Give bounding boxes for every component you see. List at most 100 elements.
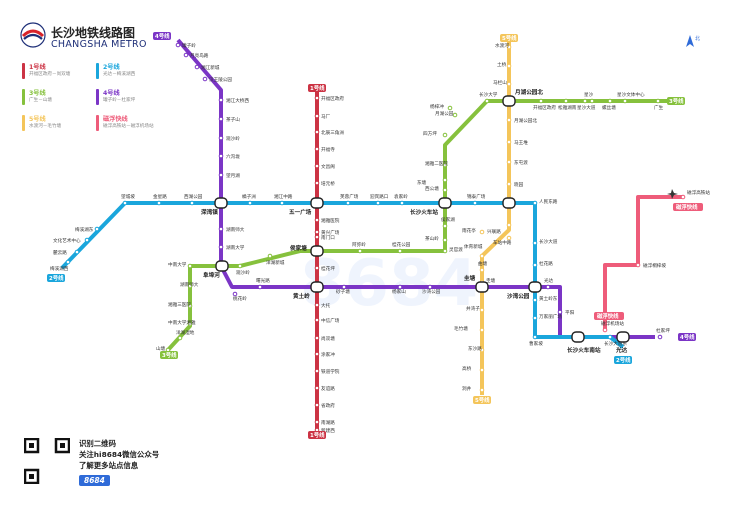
transfer-node[interactable] [310,245,324,257]
station-dot[interactable] [479,229,485,235]
transfer-node[interactable] [215,260,229,272]
station-dot[interactable] [314,234,320,240]
transfer-node[interactable] [438,197,452,209]
legend-maglev[interactable]: 磁浮快线 磁浮高铁站－磁浮机场站 [96,114,166,134]
station-dot[interactable] [506,181,512,187]
station-dot[interactable] [175,42,181,48]
station-dot[interactable] [657,334,663,340]
station-dot[interactable] [65,259,71,265]
station-dot[interactable] [680,194,686,200]
station-dot[interactable] [635,262,641,268]
station-dot[interactable] [218,97,224,103]
station-dot[interactable] [84,237,90,243]
station-dot[interactable] [218,226,224,232]
transfer-node[interactable] [475,281,489,293]
station-dot[interactable] [532,315,538,321]
station-dot[interactable] [397,284,403,290]
legend-line5[interactable]: 5号线 水渡河－毛竹塘 [22,114,92,134]
station-dot[interactable] [506,222,512,228]
station-dot[interactable] [532,262,538,268]
transfer-node[interactable] [528,281,542,293]
station-dot[interactable] [442,237,448,243]
station-dot[interactable] [607,334,613,340]
station-dot[interactable] [506,81,512,87]
station-dot[interactable] [314,180,320,186]
station-dot[interactable] [607,98,613,104]
station-dot[interactable] [314,419,320,425]
station-dot[interactable] [452,112,458,118]
station-dot[interactable] [357,248,363,254]
station-dot[interactable] [247,200,253,206]
station-dot[interactable] [232,291,238,297]
station-dot[interactable] [202,76,208,82]
station-dot[interactable] [314,146,320,152]
station-dot[interactable] [314,217,320,223]
station-dot[interactable] [314,95,320,101]
station-dot[interactable] [187,263,193,269]
station-dot[interactable] [532,240,538,246]
transfer-node[interactable] [502,197,516,209]
station-dot[interactable] [506,139,512,145]
station-dot[interactable] [314,113,320,119]
station-dot[interactable] [177,335,183,341]
station-dot[interactable] [447,105,453,111]
transfer-node[interactable] [571,331,585,343]
legend-line2[interactable]: 2号线 光达－梅溪湖西 [96,62,166,82]
station-dot[interactable] [279,200,285,206]
station-dot[interactable] [506,44,512,50]
station-dot[interactable] [479,253,485,259]
station-dot[interactable] [532,200,538,206]
station-dot[interactable] [218,153,224,159]
station-dot[interactable] [187,283,193,289]
station-dot[interactable] [314,335,320,341]
legend-line1[interactable]: 1号线 开福区政府－尚双塘 [22,62,92,82]
station-dot[interactable] [655,98,661,104]
station-dot[interactable] [189,200,195,206]
station-dot[interactable] [314,229,320,235]
station-dot[interactable] [479,267,485,273]
station-dot[interactable] [122,200,128,206]
station-dot[interactable] [532,297,538,303]
station-dot[interactable] [442,248,448,254]
station-dot[interactable] [314,302,320,308]
transfer-node[interactable] [310,197,324,209]
station-dot[interactable] [479,327,485,333]
station-dot[interactable] [187,303,193,309]
station-dot[interactable] [479,307,485,313]
station-dot[interactable] [399,200,405,206]
station-dot[interactable] [622,98,628,104]
station-dot[interactable] [314,163,320,169]
station-dot[interactable] [314,351,320,357]
station-dot[interactable] [375,200,381,206]
station-dot[interactable] [538,98,544,104]
transfer-node[interactable] [214,197,228,209]
legend-line3[interactable]: 3号线 广生－山塘 [22,88,92,108]
station-dot[interactable] [218,172,224,178]
station-dot[interactable] [582,98,588,104]
station-dot[interactable] [218,135,224,141]
station-dot[interactable] [602,327,608,333]
station-dot[interactable] [484,98,490,104]
station-dot[interactable] [194,64,200,70]
station-dot[interactable] [257,284,263,290]
station-dot[interactable] [442,132,448,138]
station-dot[interactable] [94,226,100,232]
station-dot[interactable] [314,317,320,323]
station-dot[interactable] [479,387,485,393]
station-dot[interactable] [218,244,224,250]
station-dot[interactable] [472,200,478,206]
station-dot[interactable] [506,63,512,69]
station-dot[interactable] [506,159,512,165]
station-dot[interactable] [314,265,320,271]
station-dot[interactable] [397,248,403,254]
station-dot[interactable] [345,200,351,206]
station-dot[interactable] [532,334,538,340]
station-dot[interactable] [314,402,320,408]
transfer-node[interactable] [310,281,324,293]
transfer-node[interactable] [502,95,516,107]
brand-badge[interactable]: 8684 [79,475,110,486]
station-dot[interactable] [427,284,433,290]
station-dot[interactable] [237,263,243,269]
station-dot[interactable] [545,284,551,290]
station-dot[interactable] [314,385,320,391]
